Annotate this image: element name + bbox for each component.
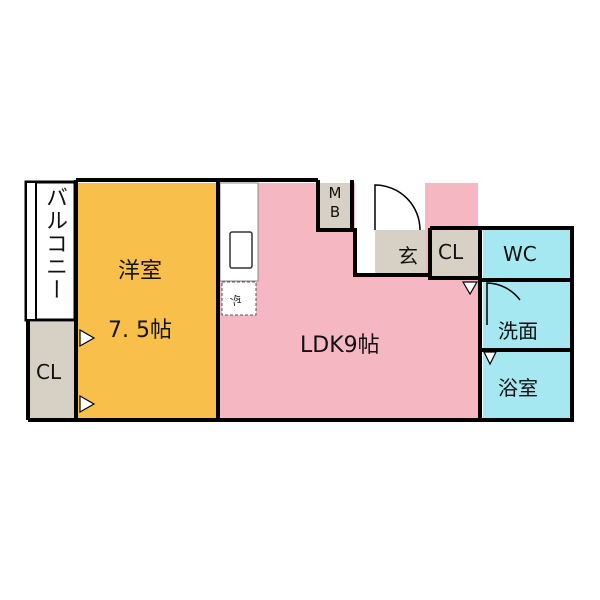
sink-icon <box>229 231 253 269</box>
western-room-size-label: 7. 5帖 <box>108 318 172 343</box>
entrance-label: 玄 <box>398 244 418 268</box>
balcony-label: バルコニー <box>42 186 67 301</box>
mb-area <box>318 183 352 229</box>
door-markers <box>79 281 497 414</box>
washroom-label: 洗面 <box>498 319 538 343</box>
closet-right-label: CL <box>438 240 464 264</box>
closet-right-area <box>430 229 480 278</box>
wc-label: WC <box>503 242 537 266</box>
bathroom-area <box>483 351 571 419</box>
western-room-area <box>78 183 216 419</box>
western-room-label: 洋室 <box>118 259 163 284</box>
closet-left-label: CL <box>36 360 62 384</box>
walls <box>26 178 574 422</box>
entrance-step <box>375 230 425 276</box>
bathroom-label: 浴室 <box>498 376 538 400</box>
wc-area <box>483 229 571 278</box>
balcony-rail <box>25 181 37 321</box>
closet-left-area <box>30 322 76 419</box>
fridge-space <box>221 281 257 316</box>
entrance-door-swing <box>374 184 421 231</box>
ldk-label: LDK9帖 <box>300 333 380 358</box>
washroom-area <box>483 281 571 348</box>
washroom-door-swing <box>486 282 521 325</box>
mb-label: MB <box>328 184 342 221</box>
